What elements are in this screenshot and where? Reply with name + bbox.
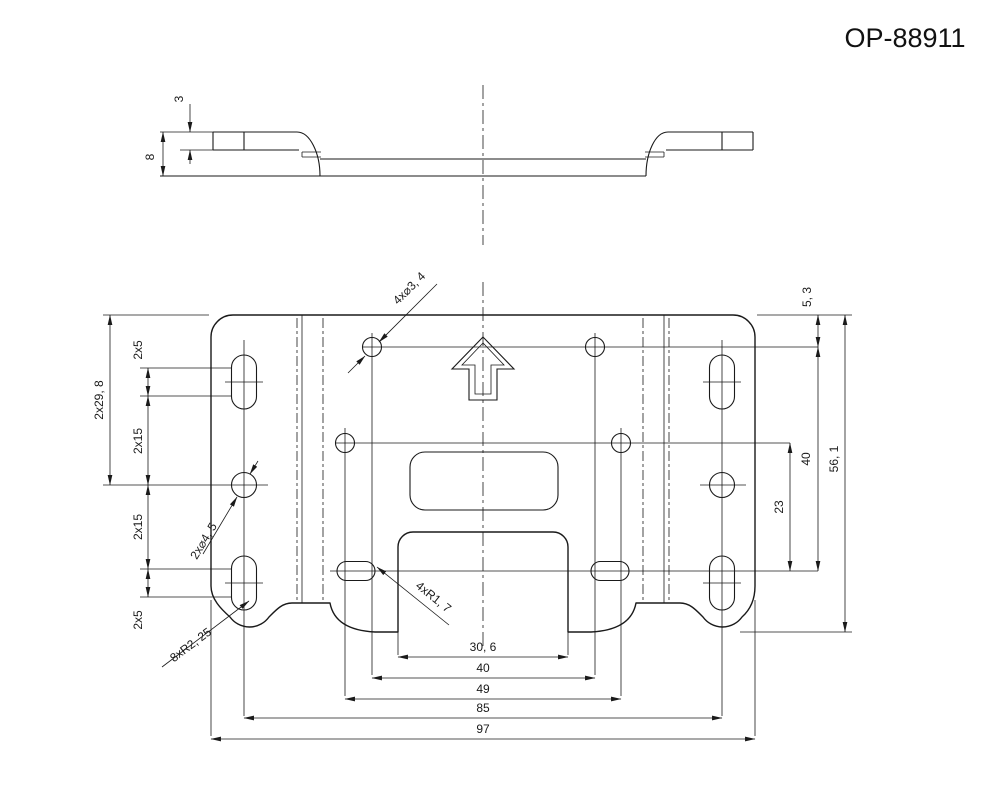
- dim-3: 3: [172, 95, 186, 102]
- leader-2x4-5: 2x⌀4, 5: [187, 520, 220, 562]
- dim-2x29-8: 2x29, 8: [92, 380, 106, 420]
- dim-2x15-lower: 2x15: [131, 514, 145, 540]
- center-cutout: [409, 451, 559, 511]
- dimensions-bottom: 30, 6 40 49 85 97: [210, 640, 756, 742]
- dim-97: 97: [476, 722, 490, 736]
- dim-85: 85: [476, 701, 490, 715]
- dim-2x5-top: 2x5: [131, 340, 145, 360]
- plan-view: [103, 282, 852, 736]
- dim-2x15-upper: 2x15: [131, 428, 145, 454]
- leader-8xr2-25: 8xR2, 25: [167, 625, 214, 665]
- direction-arrow-symbol: [450, 336, 516, 401]
- drawing-number: OP-88911: [844, 23, 965, 53]
- dimensions-left: 2x29, 8 2x5 2x15 2x15 2x5: [92, 314, 151, 630]
- profile-bend-right: [645, 131, 669, 177]
- dimensions-right: 5, 3 40 23 56, 1: [772, 287, 848, 633]
- dim-56-1: 56, 1: [827, 445, 841, 472]
- leader-4x3-4: 4x⌀3, 4: [390, 269, 428, 307]
- dim-40-bottom: 40: [476, 661, 490, 675]
- dim-5-3: 5, 3: [800, 287, 814, 307]
- part-outline: [210, 314, 756, 633]
- dim-49: 49: [476, 682, 490, 696]
- dim-2x5-bottom: 2x5: [131, 610, 145, 630]
- leader-4xr1-7: 4xR1, 7: [413, 578, 454, 615]
- dim-40-right: 40: [799, 452, 813, 466]
- extension-lines: [103, 314, 852, 736]
- profile-bend-left: [296, 131, 321, 177]
- profile-view: 8 3: [143, 85, 754, 245]
- dim-23: 23: [772, 500, 786, 514]
- dim-8: 8: [143, 153, 157, 160]
- dim-30-6: 30, 6: [470, 640, 497, 654]
